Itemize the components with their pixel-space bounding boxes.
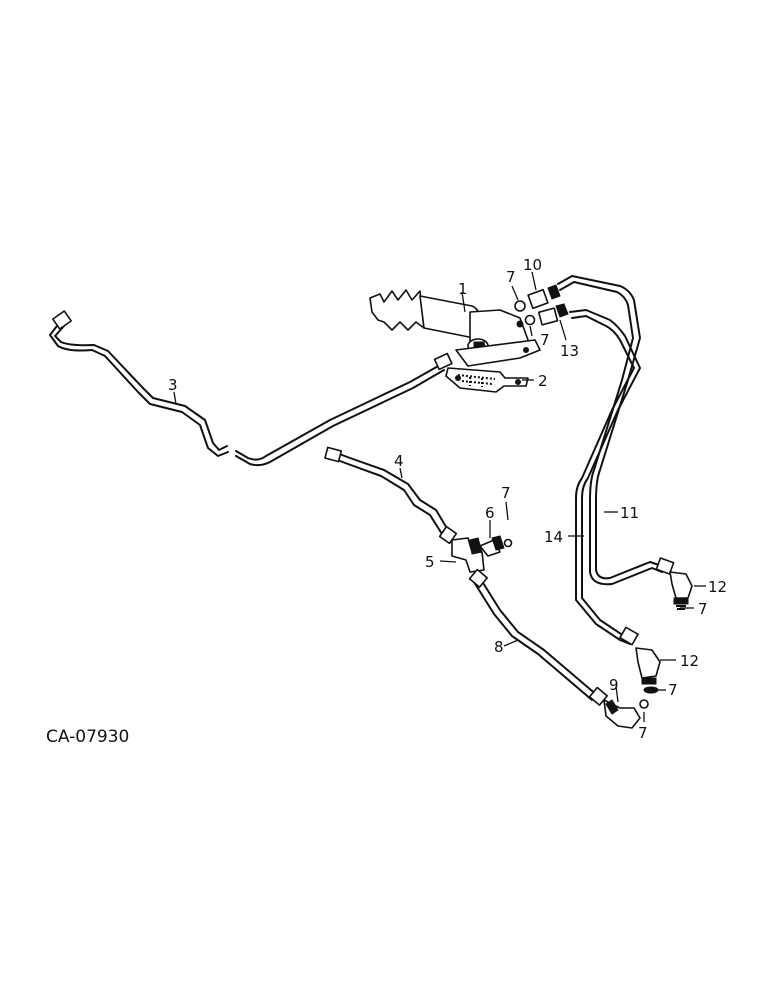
- callout-7-tee: 7: [501, 484, 511, 502]
- callout-11: 11: [620, 504, 639, 522]
- callout-12-upper: 12: [708, 578, 727, 596]
- callout-6: 6: [485, 504, 495, 522]
- elbow-part-12-upper: [669, 571, 693, 599]
- callout-5: 5: [425, 553, 435, 571]
- callout-2: 2: [538, 372, 548, 390]
- callout-14: 14: [544, 528, 563, 546]
- callout-7-upper: 7: [506, 268, 516, 286]
- callout-7-bottom: 7: [638, 724, 648, 742]
- fittings-upper: [514, 284, 569, 326]
- cylinder-part-1: [369, 289, 541, 367]
- callout-3: 3: [168, 376, 178, 394]
- tube-part-3: [49, 310, 453, 467]
- o-ring-part-7d: [639, 699, 649, 709]
- callout-12-lower: 12: [680, 652, 699, 670]
- callout-4: 4: [394, 452, 404, 470]
- leader-lines: [173, 271, 706, 722]
- adapter-part-10: [527, 288, 549, 310]
- o-ring-part-7c: [503, 538, 513, 548]
- tube-part-4: [324, 446, 458, 545]
- callout-8: 8: [494, 638, 504, 656]
- tube-part-8: [468, 568, 609, 706]
- tube-nut-part-14: [619, 626, 639, 646]
- callout-7-elbow-lower: 7: [668, 681, 678, 699]
- elbow-part-12-lower: [635, 647, 661, 679]
- elbow-part-13: [537, 307, 559, 326]
- callout-7-elbow-upper: 7: [698, 600, 708, 618]
- tube-nut-part-4: [324, 446, 343, 463]
- tubes-part-11-14: [557, 275, 675, 646]
- elbows-part-12: [635, 571, 693, 694]
- callout-7-cylinder: 7: [540, 331, 550, 349]
- tee-part-5: [451, 537, 485, 573]
- elbow-part-9: [603, 699, 649, 729]
- tube-nut-part-8-top: [468, 568, 489, 588]
- tube-nut-part-11: [655, 557, 675, 575]
- callout-13: 13: [560, 342, 579, 360]
- o-ring-part-7: [514, 300, 526, 312]
- callout-9: 9: [609, 676, 619, 694]
- callout-10: 10: [523, 256, 542, 274]
- fitting-nut-part-3-left: [52, 310, 72, 330]
- fitting-part-6: [479, 535, 513, 557]
- fitting-nut-part-3-right: [433, 352, 453, 371]
- rubber-boot: [369, 289, 425, 331]
- callout-1: 1: [458, 280, 468, 298]
- plate-part-2: [445, 367, 529, 393]
- o-ring-part-7b: [524, 314, 536, 326]
- drawing-code-label: CA-07930: [46, 727, 129, 747]
- cylinder-mount-foot: [455, 339, 541, 367]
